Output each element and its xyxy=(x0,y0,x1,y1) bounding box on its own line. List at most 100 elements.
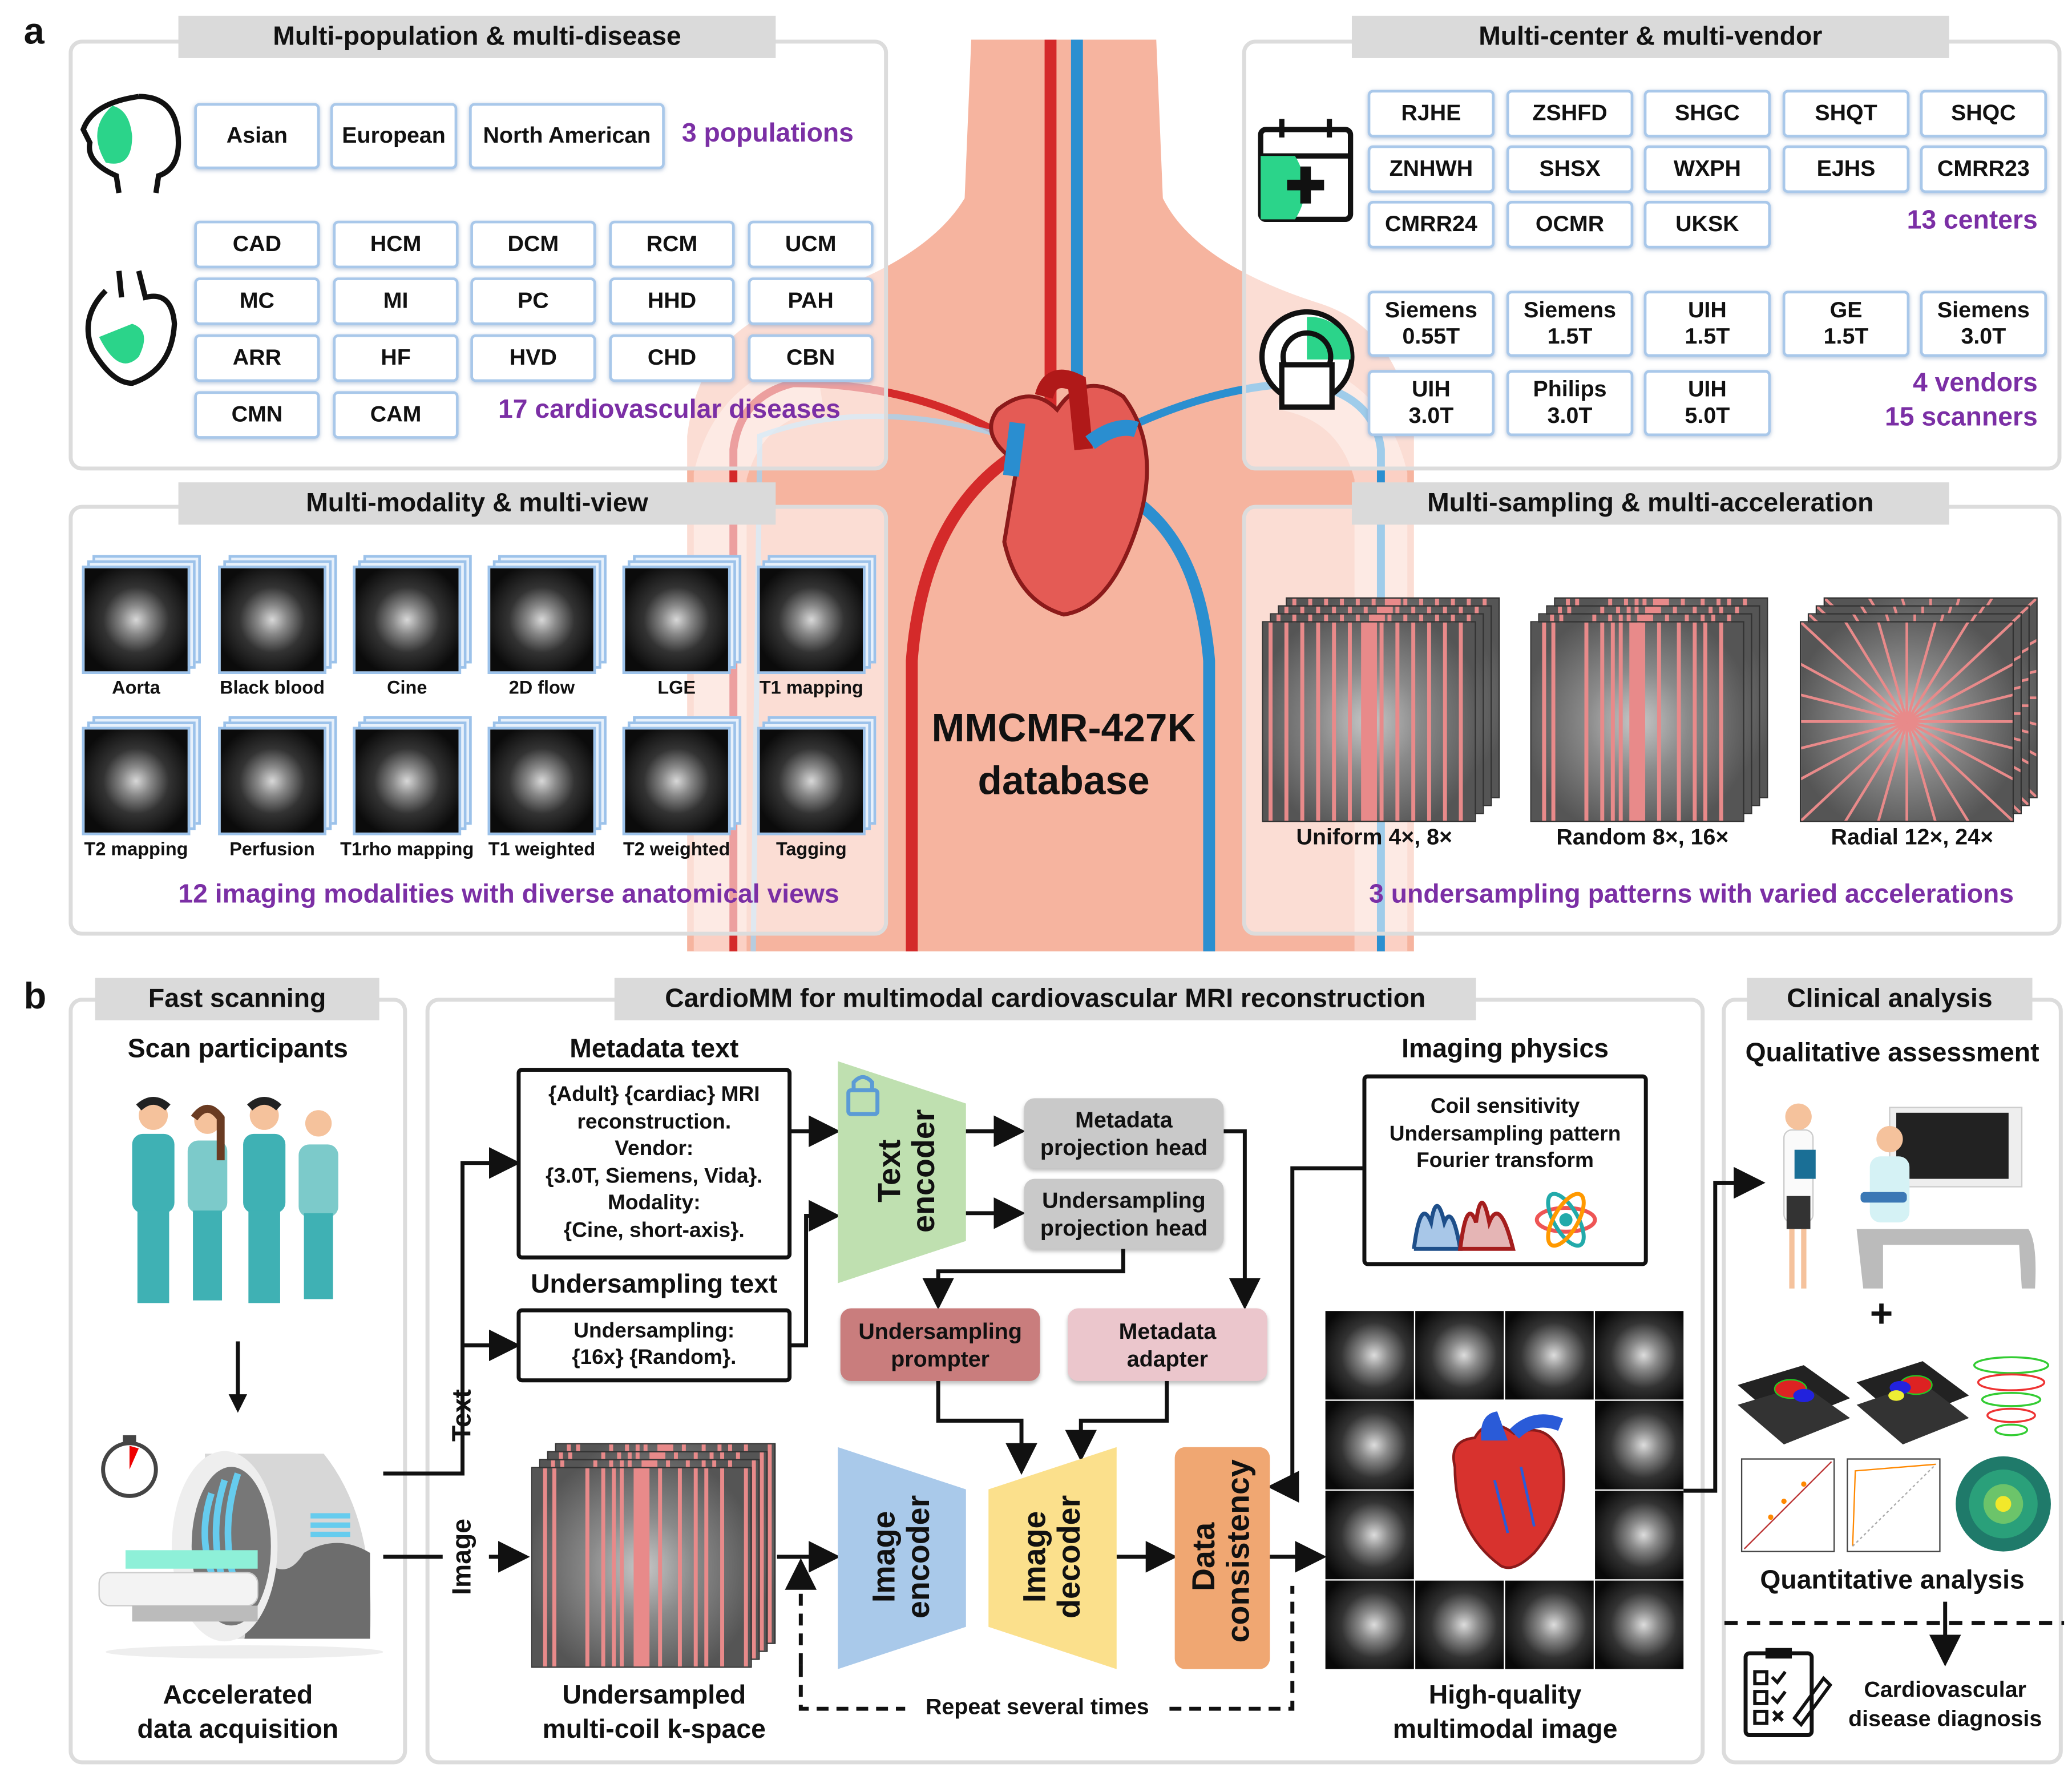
scanner-vendor: GE xyxy=(1829,297,1863,323)
scanner-vendor: Siemens xyxy=(1937,297,2030,323)
disease-tag: CAD xyxy=(194,220,320,269)
acq-line2: data acquisition xyxy=(137,1715,339,1745)
ks-l2: multi-coil k-space xyxy=(542,1715,766,1745)
disease-tag: CHD xyxy=(609,334,735,382)
center-tag: ZSHFD xyxy=(1506,90,1634,138)
disease-tag: PAH xyxy=(748,277,874,325)
roc-curve-thumbnail xyxy=(1847,1458,1941,1552)
image-encoder-block xyxy=(838,1447,966,1669)
mph-l1: Metadata xyxy=(1075,1107,1173,1132)
diag-l1: Cardiovascular xyxy=(1864,1677,2026,1702)
clinical-header: Clinical analysis xyxy=(1747,978,2033,1020)
id-l2: decoder xyxy=(1052,1495,1088,1619)
center-tag: CMRR24 xyxy=(1367,200,1495,249)
modality-label: 2D flow xyxy=(508,676,575,698)
id-l1: Image xyxy=(1017,1511,1053,1603)
mri-image xyxy=(82,726,191,835)
modality-thumbnail xyxy=(757,555,877,675)
imaging-physics-title: Imaging physics xyxy=(1401,1035,1609,1064)
disease-tag: HF xyxy=(333,334,459,382)
bullseye-plot-thumbnail xyxy=(1956,1456,2051,1552)
disease-tag: CMN xyxy=(194,391,320,439)
population-tag: European xyxy=(330,103,458,169)
mri-image xyxy=(622,726,731,835)
doctor-review-illustration xyxy=(1783,1103,2036,1289)
populations-header: Multi-population & multi-disease xyxy=(178,15,776,58)
center-tag: SHQT xyxy=(1782,90,1910,138)
modality-label: T1 weighted xyxy=(488,838,596,859)
up-l2: prompter xyxy=(891,1346,990,1371)
modality-thumbnail xyxy=(353,716,472,835)
mri-tile xyxy=(1595,1311,1684,1400)
sampling-pattern-label: Random 8×, 16× xyxy=(1556,824,1729,850)
data-consistency-block xyxy=(1174,1447,1270,1669)
kspace-layer xyxy=(531,1467,761,1668)
modality-label: Aorta xyxy=(112,676,160,698)
database-title: MMCMR-427K database xyxy=(899,703,1229,809)
mri-scanner-icon xyxy=(1259,309,1355,410)
heart-anatomy-illustration xyxy=(1415,1400,1596,1581)
modality-thumbnail xyxy=(487,716,607,835)
mri-tile xyxy=(1595,1580,1684,1669)
acq-line1: Accelerated xyxy=(163,1681,313,1710)
mri-tile xyxy=(1415,1580,1504,1669)
scanner-field: 1.5T xyxy=(1823,324,1869,349)
modality-thumbnail xyxy=(353,555,472,675)
physics-line: Coil sensitivity xyxy=(1430,1095,1580,1119)
mri-image xyxy=(757,726,866,835)
scanner-vendor: UIH xyxy=(1411,376,1451,402)
sampling-mask xyxy=(543,1468,761,1667)
mri-image xyxy=(353,726,462,835)
disease-tag: ARR xyxy=(194,334,320,382)
modality-label: T1rho mapping xyxy=(340,838,474,859)
disease-tag: UCM xyxy=(748,220,874,269)
scanner-vendor: Siemens xyxy=(1384,297,1477,323)
ie-l1: Image xyxy=(867,1511,903,1603)
modality-label: Black blood xyxy=(220,676,325,698)
modality-thumbnail xyxy=(487,555,607,675)
clipboard-checklist-icon xyxy=(1743,1648,1833,1737)
mri-image xyxy=(353,566,462,675)
mph-l2: projection head xyxy=(1040,1135,1208,1160)
segmentation-stack-2 xyxy=(1856,1361,1969,1445)
disease-tag: MC xyxy=(194,277,320,325)
disease-tag: RCM xyxy=(609,220,735,269)
scanner-vendor: UIH xyxy=(1687,376,1727,402)
mri-image xyxy=(82,566,191,675)
te-line1: Text xyxy=(872,1139,908,1202)
center-tag: SHSX xyxy=(1506,145,1634,193)
center-tag: RJHE xyxy=(1367,90,1495,138)
repeat-label: Repeat several times xyxy=(925,1694,1149,1719)
center-tag: OCMR xyxy=(1506,200,1634,249)
modality-thumbnail xyxy=(757,716,877,835)
database-word: database xyxy=(978,760,1150,804)
scanners-summary: 15 scanners xyxy=(1885,403,2038,433)
uph-l1: Undersampling xyxy=(1042,1187,1206,1213)
panel-label-b: b xyxy=(23,975,47,1016)
mri-image xyxy=(622,566,731,675)
scanner-vendor: UIH xyxy=(1687,297,1727,323)
center-tag: WXPH xyxy=(1643,145,1771,193)
lock-icon xyxy=(846,1075,880,1116)
center-tag: EJHS xyxy=(1782,145,1910,193)
mri-tile xyxy=(1415,1311,1504,1400)
population-tag: North American xyxy=(469,103,665,169)
center-tag: UKSK xyxy=(1643,200,1771,249)
text-branch-label: Text xyxy=(448,1389,477,1442)
atom-icon xyxy=(1534,1192,1597,1248)
disease-tag: HVD xyxy=(470,334,596,382)
physics-line: Undersampling pattern xyxy=(1389,1123,1621,1145)
mri-image xyxy=(218,566,326,675)
disease-tag: CAM xyxy=(333,391,459,439)
heart-illustration xyxy=(989,369,1149,617)
mri-tile xyxy=(1505,1580,1594,1669)
sampling-mask xyxy=(1269,622,1463,821)
mri-tile xyxy=(1505,1311,1594,1400)
ma-l1: Metadata xyxy=(1118,1318,1217,1343)
